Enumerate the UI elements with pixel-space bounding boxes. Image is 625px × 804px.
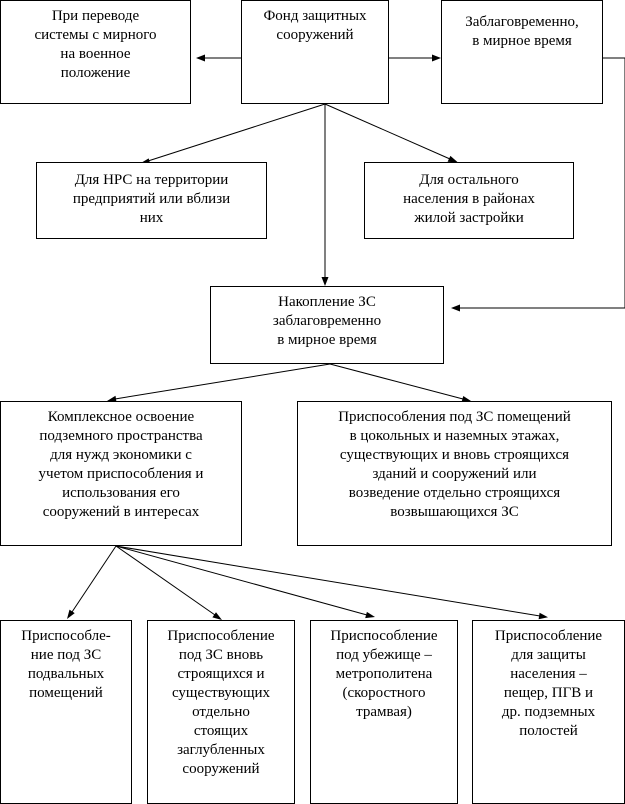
node-wartime-transition: При переводе системы с мирного на военно… <box>0 0 191 104</box>
node-metro-adaptation: Приспособление под убежище – метрополите… <box>310 620 458 804</box>
connector-accumulation-to-complex <box>114 363 331 400</box>
arrowhead-basement <box>67 609 75 619</box>
connector-accumulation-to-adapt <box>329 363 464 400</box>
connector-complex-to-caves <box>115 545 541 617</box>
connector-advance-to-accumulation <box>460 57 625 309</box>
arrowhead-complex <box>107 395 117 403</box>
arrowhead-accumulation-right <box>451 304 460 312</box>
connector-complex-to-metro <box>115 545 368 616</box>
node-caves-adaptation: Приспособление для защиты населения – пе… <box>472 620 625 804</box>
node-accumulation-in-advance: Накопление ЗС заблаговременно в мирное в… <box>210 286 444 364</box>
node-for-remaining-population: Для остального населения в районах жилой… <box>364 162 574 239</box>
node-for-nrs-enterprises: Для НРС на территории предприятий или вб… <box>36 162 267 239</box>
connector-complex-to-buried <box>115 545 216 616</box>
node-adapt-premises: Приспособления под ЗС помещений в цоколь… <box>297 401 612 546</box>
node-buried-structures-adaptation: Приспособление под ЗС вновь строящихся и… <box>147 620 295 804</box>
arrowhead-advance <box>432 54 441 62</box>
arrowhead-accumulation-top <box>321 277 329 286</box>
arrowhead-caves <box>538 612 548 620</box>
connector-fund-to-population <box>324 103 451 160</box>
arrowhead-buried <box>212 612 222 620</box>
node-basement-adaptation: Приспособле- ние под ЗС подвальных помещ… <box>0 620 132 804</box>
node-complex-underground-development: Комплексное освоение подземного простран… <box>0 401 242 546</box>
arrowhead-population <box>447 155 458 163</box>
arrowhead-metro <box>365 611 375 619</box>
node-protective-structures-fund: Фонд защитных сооружений <box>241 0 389 104</box>
node-in-advance-peacetime: Заблаговременно, в мирное время <box>441 0 603 104</box>
arrowhead-wartime <box>196 54 205 62</box>
connector-fund-to-nrs <box>147 103 326 162</box>
arrowhead-adapt <box>461 396 471 403</box>
connector-complex-to-basement <box>71 545 117 613</box>
